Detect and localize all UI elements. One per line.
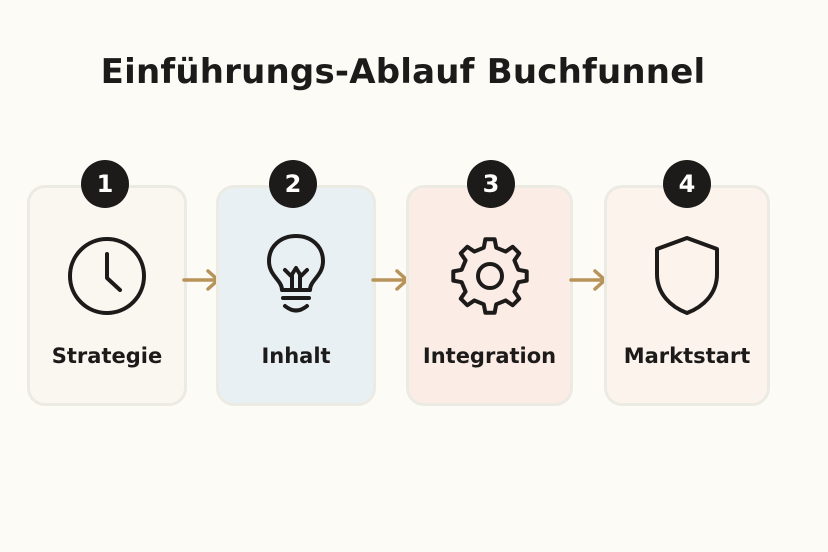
step-number-badge: 4	[663, 160, 711, 208]
step-card-integration: Integration	[406, 185, 573, 406]
step-label: Strategie	[51, 344, 163, 368]
step-label: Inhalt	[261, 344, 331, 368]
step-number-badge: 3	[467, 160, 515, 208]
diagram-title: Einführungs-Ablauf Buchfunnel	[100, 52, 706, 92]
step-card-marktstart: Marktstart	[604, 185, 770, 406]
gear-icon	[448, 234, 532, 318]
lightbulb-icon	[254, 234, 338, 318]
step-card-strategie: Strategie	[27, 185, 187, 406]
clock-icon	[65, 234, 149, 318]
arrow-right-icon	[371, 266, 411, 294]
step-number-badge: 1	[81, 160, 129, 208]
step-label: Marktstart	[623, 344, 751, 368]
shield-icon	[645, 234, 729, 318]
step-number-badge: 2	[269, 160, 317, 208]
step-label: Integration	[422, 344, 557, 368]
gear-outline	[450, 237, 529, 315]
step-card-inhalt: Inhalt	[216, 185, 376, 406]
arrow-right-icon	[569, 266, 609, 294]
